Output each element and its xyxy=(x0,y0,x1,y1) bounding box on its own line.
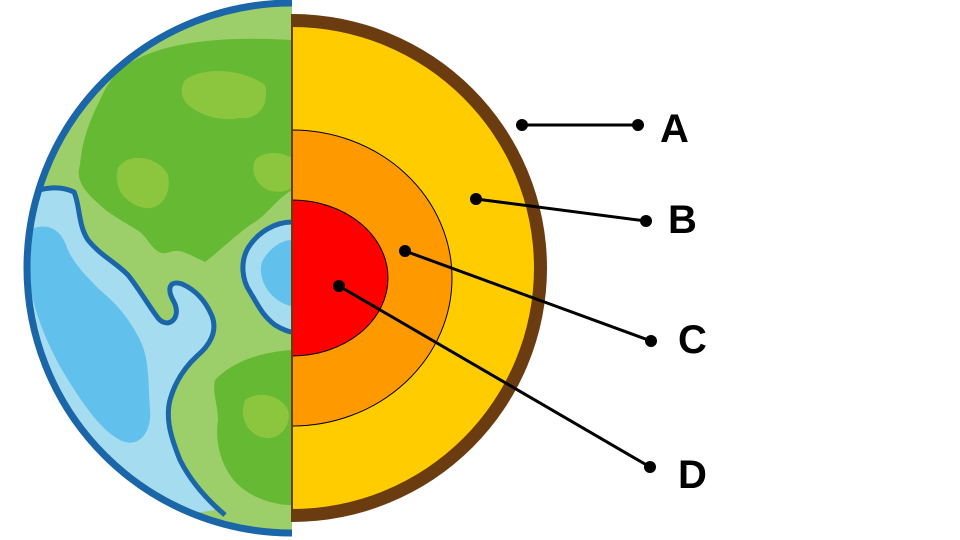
leader-line-d xyxy=(338,284,651,469)
label-group-a: A xyxy=(516,107,689,151)
leader-dot-c-start xyxy=(399,245,411,257)
label-group-b: B xyxy=(470,193,697,242)
land-patch-3 xyxy=(253,153,292,192)
layer-inner-core xyxy=(291,199,389,357)
label-c: C xyxy=(678,318,707,362)
earth-surface-half xyxy=(23,0,292,537)
leader-dot-a-end xyxy=(632,119,644,131)
land-patch-2 xyxy=(116,157,169,209)
leader-dot-d-start xyxy=(333,280,345,292)
leader-dot-c-end xyxy=(645,335,657,347)
leader-line-c xyxy=(404,249,652,343)
land-patch-4 xyxy=(242,394,289,439)
coastline-inner-sea xyxy=(240,219,292,335)
label-d: D xyxy=(678,453,707,497)
leader-dot-b-start xyxy=(470,193,482,205)
label-group-d: D xyxy=(333,280,707,497)
leader-dot-d-end xyxy=(644,461,656,473)
land-patch-1 xyxy=(181,70,267,120)
leader-line-b xyxy=(475,197,647,223)
label-a: A xyxy=(660,107,689,151)
inner-sea-deep xyxy=(260,240,292,306)
label-b: B xyxy=(668,198,697,242)
earth-cross-section xyxy=(291,14,547,522)
globe-outline xyxy=(23,0,292,537)
leader-dot-b-end xyxy=(640,215,652,227)
coastline-west xyxy=(27,185,227,517)
leader-dot-a-start xyxy=(516,119,528,131)
label-group-c: C xyxy=(399,245,707,362)
ocean-west-deep xyxy=(28,226,151,443)
